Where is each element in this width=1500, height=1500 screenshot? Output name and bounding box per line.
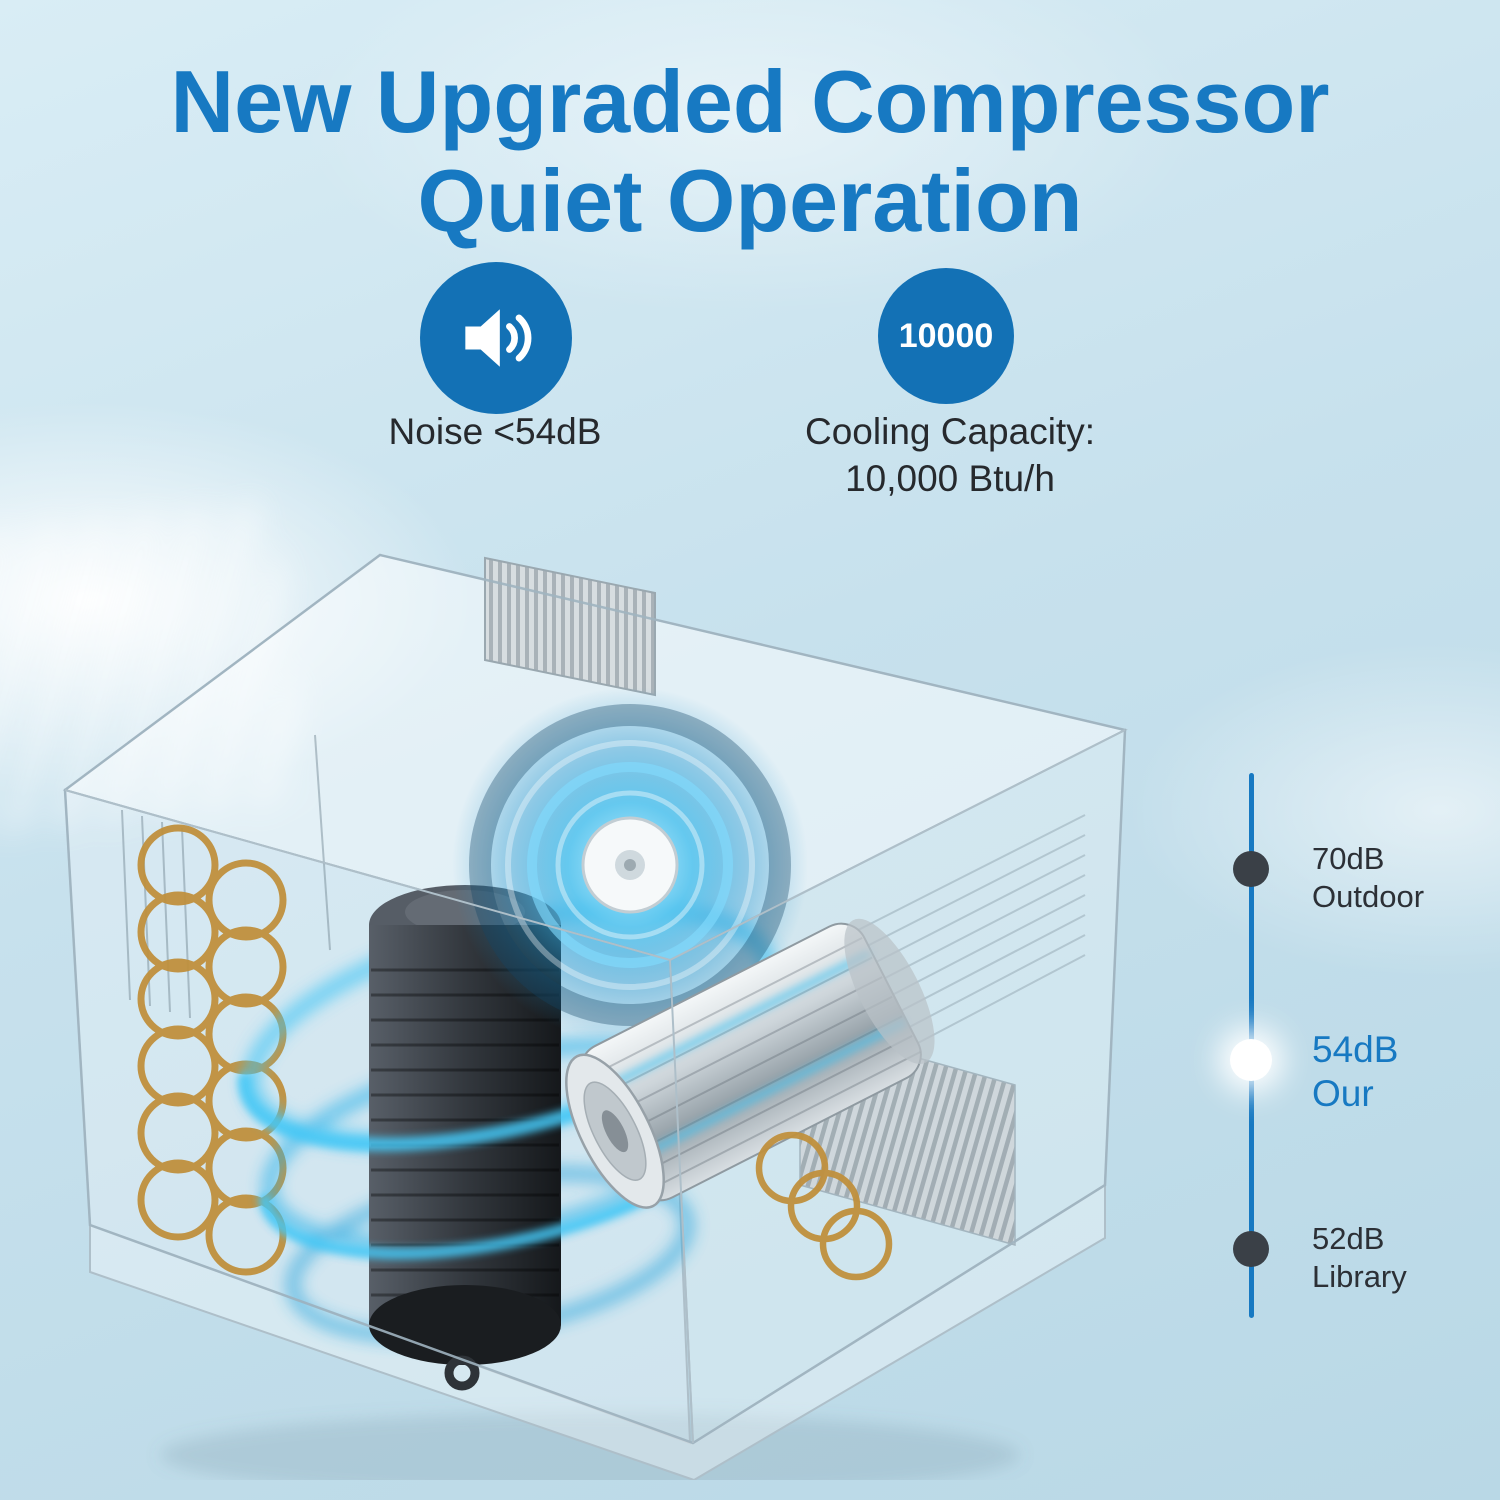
cooling-badge: 10000	[878, 268, 1014, 404]
scale-marker-outdoor	[1233, 851, 1269, 887]
scale-value: 52dB	[1312, 1221, 1385, 1256]
scale-item-outdoor: 70dB Outdoor	[1312, 840, 1424, 916]
cooling-label-line2: 10,000 Btu/h	[845, 458, 1055, 500]
cooling-label: Cooling Capacity: 10,000 Btu/h	[735, 408, 1165, 503]
noise-badge	[420, 262, 572, 414]
ac-unit-illustration	[62, 553, 1128, 1480]
scale-marker-library	[1233, 1231, 1269, 1267]
cooling-badge-value: 10000	[898, 316, 994, 355]
page-title-line2: Quiet Operation	[417, 151, 1083, 251]
scale-label: Outdoor	[1312, 878, 1425, 914]
cooling-label-line1: Cooling Capacity:	[805, 411, 1095, 452]
scale-value: 70dB	[1312, 841, 1385, 876]
speaker-icon	[465, 309, 532, 367]
scale-label: Our	[1312, 1073, 1374, 1115]
page-title: New Upgraded Compressor Quiet Operation	[0, 52, 1500, 251]
scale-item-library: 52dB Library	[1312, 1220, 1407, 1296]
scale-value: 54dB	[1312, 1029, 1399, 1070]
noise-label: Noise <54dB	[388, 411, 602, 452]
fan	[452, 687, 808, 1043]
page-title-line1: New Upgraded Compressor	[170, 52, 1330, 151]
scale-label: Library	[1312, 1258, 1407, 1294]
blower-wheel	[565, 918, 935, 1209]
scale-item-our: 54dB Our	[1312, 1028, 1398, 1117]
scale-marker-our	[1230, 1039, 1272, 1081]
